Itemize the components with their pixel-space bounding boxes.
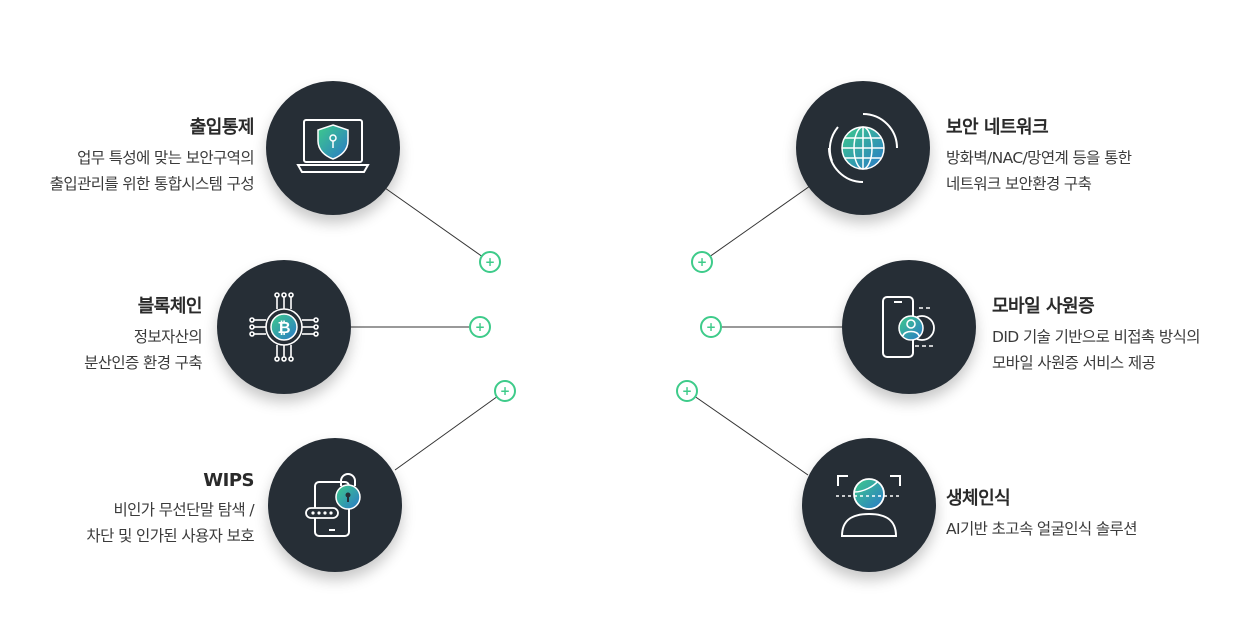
mobile-id-connector-dot[interactable]: +	[700, 316, 722, 338]
connector-wips	[395, 391, 505, 470]
biometrics-desc-1: AI기반 초고속 얼굴인식 솔루션	[946, 516, 1137, 542]
secure-network-connector-dot[interactable]: +	[691, 251, 713, 273]
blockchain-node[interactable]: ₿	[217, 260, 351, 394]
mobile-badge-icon	[877, 294, 941, 360]
connector-biometrics	[687, 391, 808, 475]
bitcoin-circuit-icon: ₿	[249, 292, 319, 362]
secure-network-desc-2: 네트워크 보안환경 구축	[946, 171, 1131, 197]
secure-network-node[interactable]	[796, 81, 930, 215]
blockchain-desc-2: 분산인증 환경 구축	[84, 350, 202, 376]
plus-icon: +	[500, 385, 510, 397]
plus-icon: +	[475, 321, 485, 333]
access-control-title: 출입통제	[50, 113, 254, 139]
phone-lock-icon	[303, 472, 367, 538]
mobile-id-desc-2: 모바일 사원증 서비스 제공	[992, 350, 1200, 376]
biometrics-connector-dot[interactable]: +	[676, 380, 698, 402]
globe-icon	[826, 111, 900, 185]
blockchain-desc-1: 정보자산의	[84, 324, 202, 350]
plus-icon: +	[697, 256, 707, 268]
plus-icon: +	[485, 256, 495, 268]
plus-icon: +	[682, 385, 692, 397]
access-control-desc-1: 업무 특성에 맞는 보안구역의	[50, 145, 254, 171]
plus-icon: +	[706, 321, 716, 333]
blockchain-title: 블록체인	[84, 292, 202, 318]
connector-secure-network	[702, 186, 810, 262]
laptop-shield-icon	[296, 117, 370, 179]
wips-connector-dot[interactable]: +	[494, 380, 516, 402]
secure-network-title: 보안 네트워크	[946, 113, 1131, 139]
access-control-node[interactable]	[266, 81, 400, 215]
face-scan-icon	[834, 472, 904, 538]
mobile-id-desc-1: DID 기술 기반으로 비접촉 방식의	[992, 324, 1200, 350]
access-control-connector-dot[interactable]: +	[479, 251, 501, 273]
wips-title: WIPS	[86, 470, 254, 491]
mobile-id-node[interactable]	[842, 260, 976, 394]
connector-access-control	[385, 188, 490, 262]
access-control-desc-2: 출입관리를 위한 통합시스템 구성	[50, 171, 254, 197]
secure-network-desc-1: 방화벽/NAC/망연계 등을 통한	[946, 145, 1131, 171]
svg-text:₿: ₿	[277, 318, 290, 337]
wips-desc-1: 비인가 무선단말 탐색 /	[86, 497, 254, 523]
blockchain-connector-dot[interactable]: +	[469, 316, 491, 338]
wips-desc-2: 차단 및 인가된 사용자 보호	[86, 523, 254, 549]
biometrics-node[interactable]	[802, 438, 936, 572]
mobile-id-title: 모바일 사원증	[992, 292, 1200, 318]
biometrics-title: 생체인식	[946, 484, 1137, 510]
wips-node[interactable]	[268, 438, 402, 572]
